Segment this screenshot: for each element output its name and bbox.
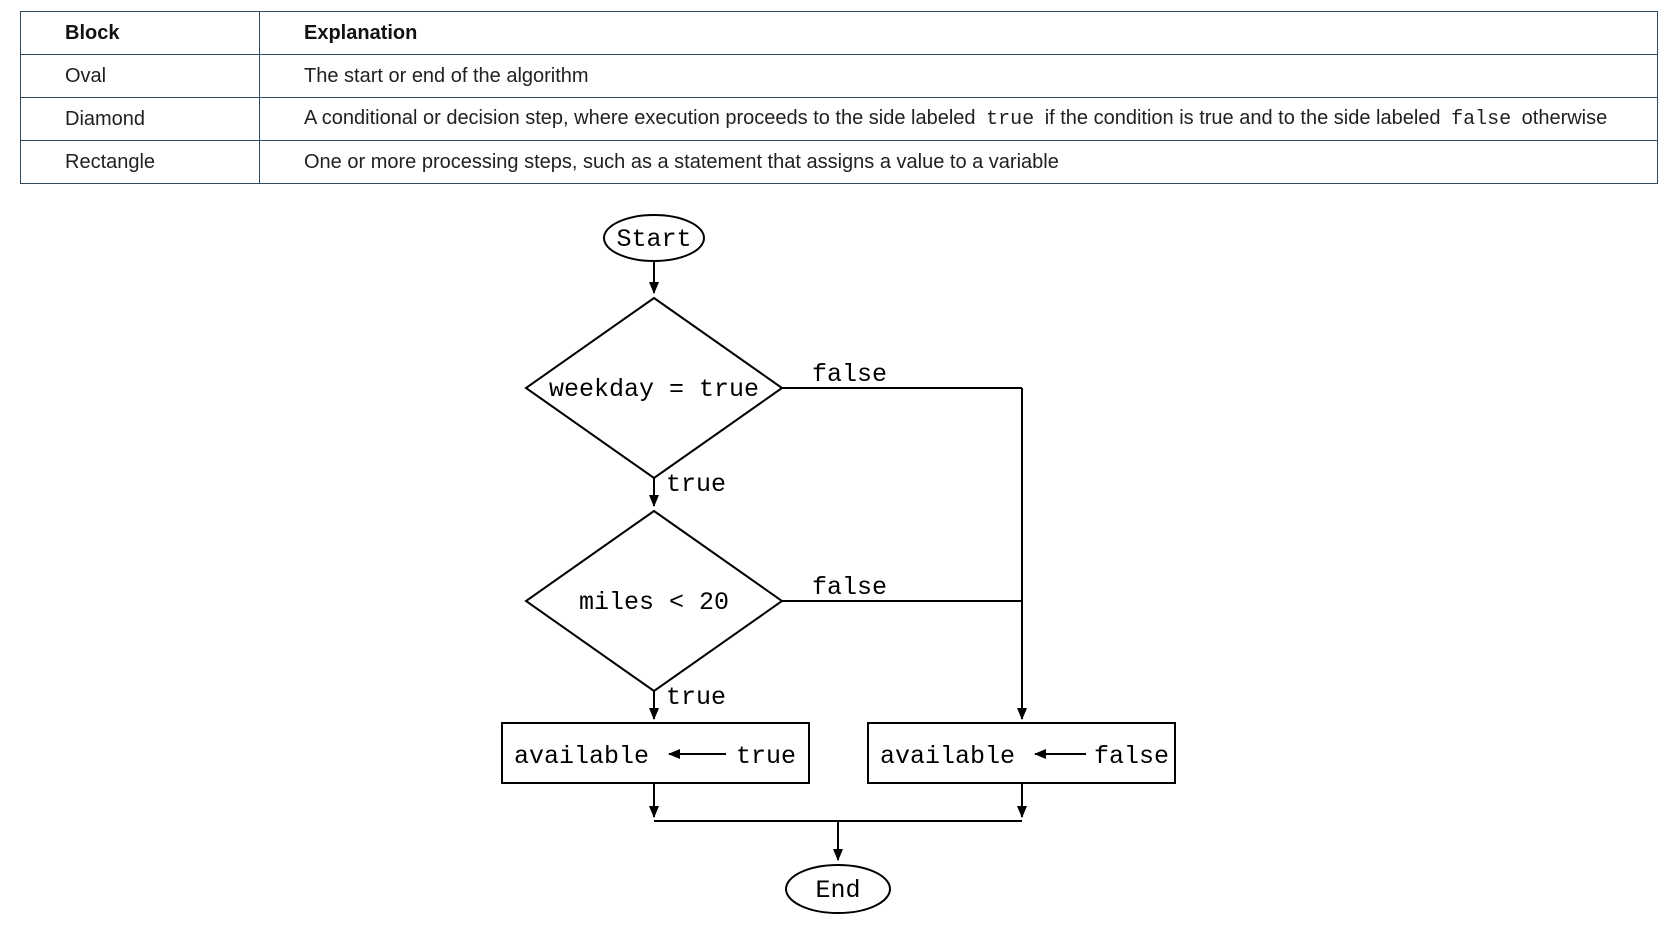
assign-true-value: true [736, 742, 796, 771]
cell-explanation-diamond: A conditional or decision step, where ex… [259, 97, 1658, 141]
decision1-label: weekday = true [549, 375, 759, 404]
start-node-label: Start [616, 225, 691, 254]
block-legend-table: Block Explanation Oval The start or end … [20, 11, 1658, 184]
table-row-oval: Oval The start or end of the algorithm [20, 54, 1658, 98]
edge-label-decision2-false: false [812, 573, 887, 602]
table-row-diamond: Diamond A conditional or decision step, … [20, 97, 1658, 141]
table-row-rectangle: Rectangle One or more processing steps, … [20, 140, 1658, 184]
explanation-text-part: otherwise [1521, 107, 1608, 129]
cell-block-rectangle: Rectangle [20, 140, 260, 184]
table-header-row: Block Explanation [20, 11, 1658, 55]
assign-true-rect [501, 722, 810, 784]
end-node-label: End [815, 876, 860, 905]
inline-code-false: false [1451, 108, 1512, 131]
cell-block-diamond: Diamond [20, 97, 260, 141]
assign-false-rect [867, 722, 1176, 784]
decision2-label: miles < 20 [579, 588, 729, 617]
edge-label-decision1-true: true [666, 470, 726, 499]
explanation-text-part: A conditional or decision step, where ex… [304, 107, 976, 129]
explanation-text-part: if the condition is true and to the side… [1044, 107, 1441, 129]
assign-false-value: false [1094, 742, 1169, 771]
header-block: Block [20, 11, 260, 55]
start-node [603, 214, 705, 262]
assign-true-variable: available [514, 742, 649, 771]
edge-label-decision2-true: true [666, 683, 726, 712]
inline-code-true: true [986, 108, 1035, 131]
assign-false-variable: available [880, 742, 1015, 771]
header-explanation: Explanation [259, 11, 1658, 55]
cell-explanation-rectangle: One or more processing steps, such as a … [259, 140, 1658, 184]
cell-explanation-oval: The start or end of the algorithm [259, 54, 1658, 98]
edge-label-decision1-false: false [812, 360, 887, 389]
end-node [785, 864, 891, 914]
